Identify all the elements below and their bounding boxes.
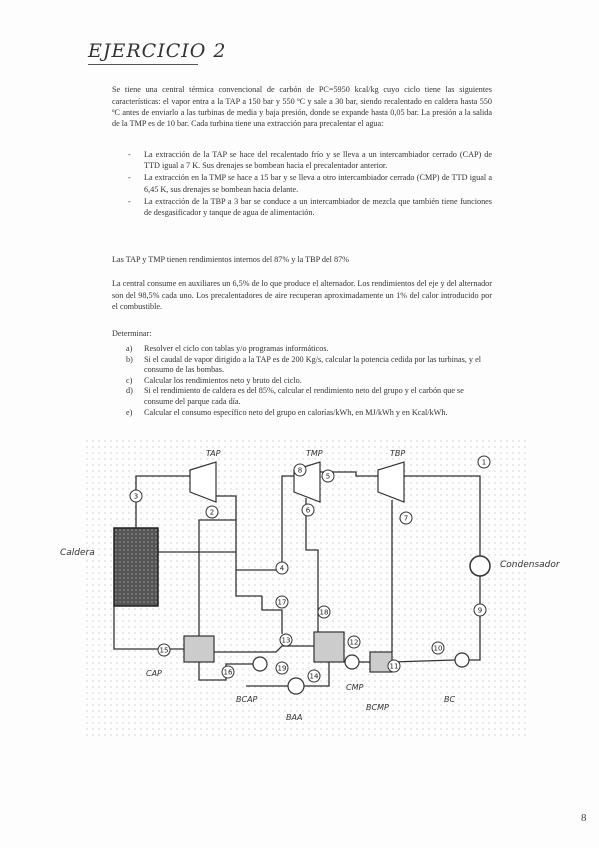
label-cmp: CMP (346, 683, 363, 692)
label-tbp: TBP (390, 449, 405, 458)
page-number: 8 (581, 812, 587, 824)
title-underline (88, 64, 198, 65)
task-text: Si el caudal de vapor dirigido a la TAP … (144, 354, 481, 375)
node-number: 5 (326, 473, 330, 481)
pump-cmp-drain (344, 654, 360, 670)
task-text: Resolver el ciclo con tablas y/o program… (144, 344, 329, 353)
node-number: 12 (350, 639, 359, 647)
question-heading: Determinar: (112, 329, 152, 339)
node-number: 6 (306, 507, 311, 515)
extraction-list: La extracción de la TAP se hace del reca… (128, 149, 492, 219)
exercise-title: EJERCICIO 2 (88, 40, 227, 62)
condenser (469, 555, 491, 577)
heater-cmp (313, 631, 345, 663)
node-number: 8 (298, 467, 302, 475)
efficiency-paragraph: Las TAP y TMP tienen rendimientos intern… (112, 255, 349, 265)
task-text: Calcular el consumo específico neto del … (144, 407, 448, 417)
pump-feed (287, 677, 305, 695)
heater-cap (183, 635, 215, 663)
label-pump-cmp: BCMP (366, 703, 389, 712)
label-pump-cap: BCAP (236, 695, 258, 704)
task-item: b) Si el caudal de vapor dirigido a la TA… (126, 355, 492, 376)
node-number: 1 (482, 459, 486, 467)
label-pump-cond: BC (444, 695, 455, 704)
node-number: 2 (210, 509, 214, 517)
label-tap: TAP (206, 449, 221, 458)
node-number: 17 (278, 599, 287, 607)
task-item: d) Si el rendimiento de caldera es del 85… (126, 386, 492, 407)
node-number: 4 (280, 565, 285, 573)
label-pump-alim: BAA (286, 713, 302, 722)
task-label: d) (126, 386, 133, 396)
node-number: 15 (160, 647, 169, 655)
cycle-diagram: 1 2 3 4 5 6 7 8 9 10 11 12 13 14 15 16 1… (86, 440, 526, 740)
node-number: 18 (320, 609, 329, 617)
label-cap: CAP (146, 669, 162, 678)
task-item: e) Calcular el consumo específico neto de… (126, 408, 492, 419)
boiler-label: Caldera (60, 548, 95, 558)
node-number: 11 (390, 663, 399, 671)
task-text: Si el rendimiento de caldera es del 85%,… (144, 386, 464, 406)
task-label: b) (126, 354, 133, 364)
node-markers (129, 455, 491, 683)
task-label: c) (126, 375, 133, 385)
boiler (113, 527, 159, 607)
task-item: c) Calcular los rendimientos neto y bruto… (126, 376, 492, 387)
extraction-item: La extracción en la TMP se hace a 15 bar… (128, 172, 492, 194)
node-number: 13 (282, 637, 291, 645)
node-number: 16 (224, 669, 233, 677)
node-number: 14 (310, 673, 319, 681)
task-label: e) (126, 407, 133, 417)
node-numbers: 1 2 3 4 5 6 7 8 9 10 11 12 13 14 15 16 1… (134, 459, 486, 681)
node-number: 7 (404, 515, 408, 523)
condenser-label: Condensador (500, 560, 560, 570)
task-label: a) (126, 344, 133, 353)
node-number: 19 (278, 665, 287, 673)
task-item: a) Resolver el ciclo con tablas y/o progr… (126, 344, 492, 355)
label-tmp: TMP (306, 449, 323, 458)
task-list: a) Resolver el ciclo con tablas y/o progr… (126, 344, 492, 418)
extraction-item: La extracción de la TAP se hace del reca… (128, 149, 492, 171)
pump-cap-drain (252, 656, 268, 672)
pump-condensate (454, 652, 470, 668)
node-number: 10 (434, 645, 443, 653)
node-number: 9 (478, 607, 482, 615)
intro-paragraph: Se tiene una central térmica convenciona… (112, 85, 492, 129)
extraction-item: La extracción de la TBP a 3 bar se condu… (128, 196, 492, 218)
task-text: Calcular los rendimientos neto y bruto d… (144, 375, 302, 385)
node-number: 3 (134, 493, 138, 501)
turbine-tap (189, 461, 217, 503)
losses-paragraph: La central consume en auxiliares un 6,5%… (112, 279, 492, 311)
turbine-tbp (377, 461, 405, 503)
